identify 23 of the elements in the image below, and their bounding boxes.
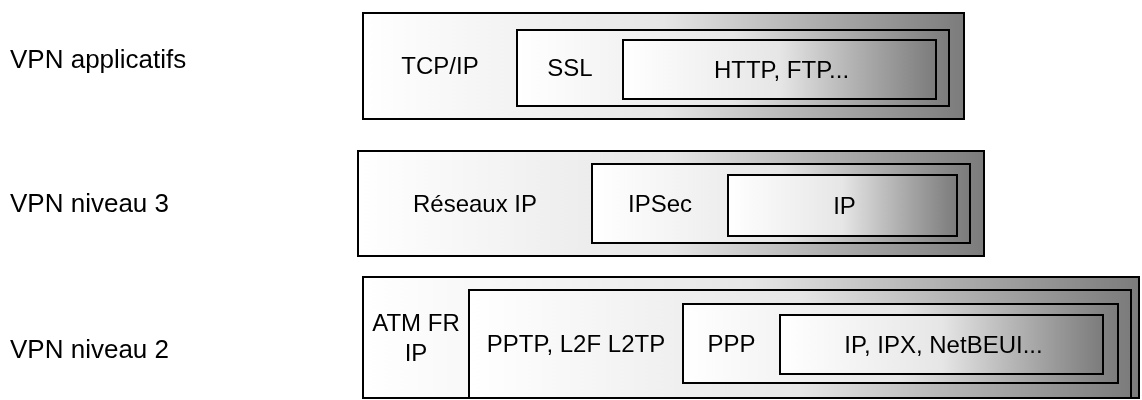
layer-box — [468, 289, 1132, 399]
layer-box — [362, 12, 965, 120]
layer-label: Réseaux IP — [411, 188, 539, 219]
layer-box — [591, 163, 971, 244]
layer-label: SSL — [546, 53, 594, 83]
layer-box — [779, 314, 1104, 375]
layer-label: IP — [832, 190, 857, 221]
layer-label: TCP/IP — [400, 51, 480, 81]
layer-label: PPTP, L2F L2TP — [485, 329, 667, 359]
row-label: VPN niveau 3 — [10, 187, 169, 220]
layer-box — [682, 303, 1119, 384]
layer-label: ATM FR IP — [371, 307, 461, 368]
layer-label: PPP — [706, 328, 757, 359]
layer-box — [362, 276, 1140, 399]
layer-box — [357, 150, 985, 257]
layer-label: IPSec — [627, 188, 693, 219]
layer-box — [727, 174, 958, 237]
row-label: VPN applicatifs — [10, 43, 187, 76]
layer-box — [516, 29, 950, 107]
layer-box — [622, 39, 937, 100]
row-label: VPN niveau 2 — [10, 333, 169, 366]
layer-label: IP, IPX, NetBEUI... — [843, 329, 1044, 360]
layer-label: HTTP, FTP... — [712, 54, 851, 85]
